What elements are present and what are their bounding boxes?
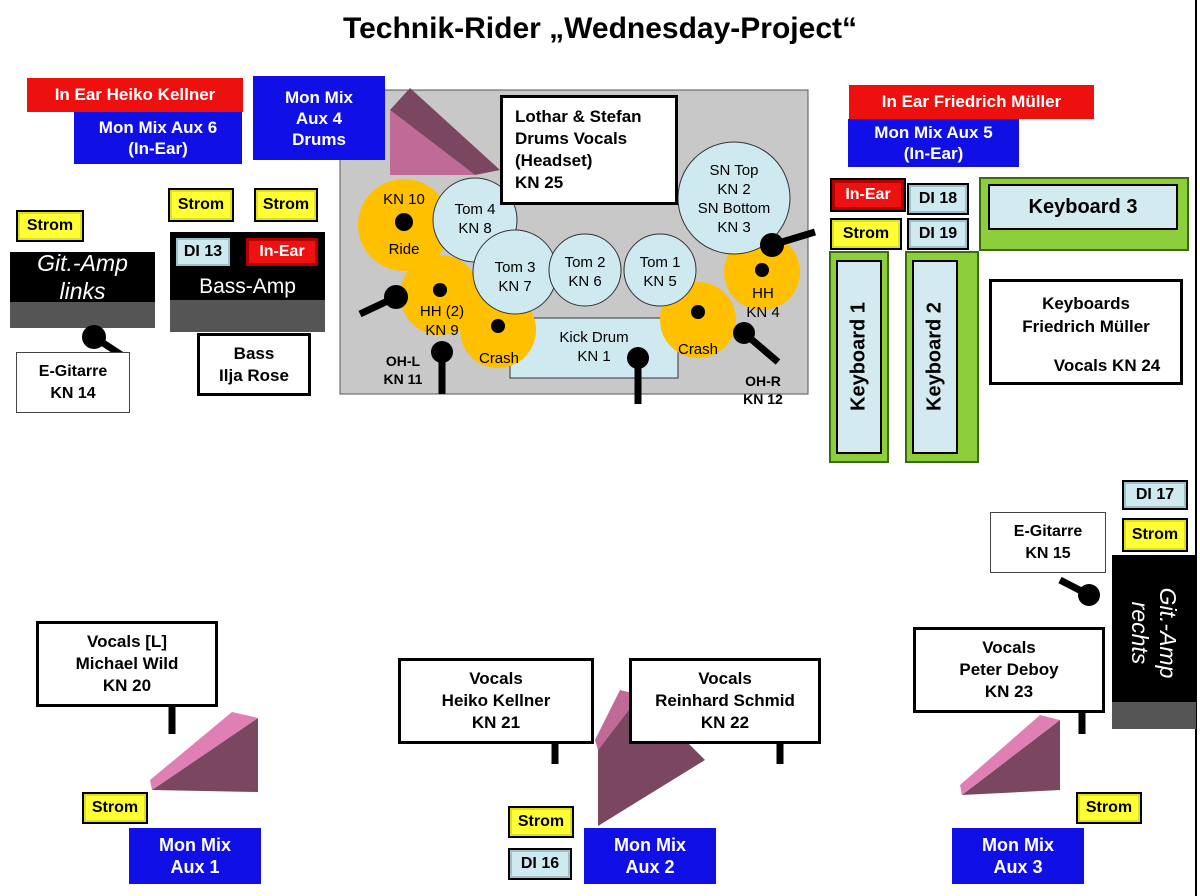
di19-label: DI 19	[907, 218, 969, 250]
mon-mix-aux6-label: Mon Mix Aux 6 (In-Ear)	[74, 112, 242, 164]
git-amp-right-label: Git.-Amp rechts	[1127, 587, 1181, 679]
kn10-label: KN 10	[383, 191, 425, 208]
mic-ohr-stem	[741, 330, 781, 365]
git-amp-right-body	[1112, 555, 1196, 702]
crash-left-label: Crash	[478, 350, 519, 367]
strom-label: Strom	[508, 806, 574, 838]
hh-dot	[755, 263, 769, 277]
e-gitarre-right-box: E-Gitarre KN 15	[990, 512, 1106, 573]
crash-right-dot	[691, 305, 705, 319]
tom1-shape	[623, 233, 697, 307]
keyboards-vocals: Vocals KN 24	[1053, 356, 1161, 375]
wedge2-dark	[598, 695, 705, 826]
git-amp-left-base	[10, 302, 155, 328]
in-ear-keyboard-label: In-Ear	[830, 178, 906, 212]
crash-left-dot	[491, 319, 505, 333]
wedge2-light	[595, 690, 640, 750]
e-gitarre-left-box: E-Gitarre KN 14	[16, 352, 130, 413]
strom-label: Strom	[1122, 518, 1188, 552]
wedge1-light	[150, 712, 258, 790]
strom-label: Strom	[82, 792, 148, 824]
strom-label: Strom	[168, 188, 234, 222]
snare-shape	[677, 141, 791, 255]
page-title: Technik-Rider „Wednesday-Project“	[342, 12, 857, 45]
keyboard2-label: Keyboard 2	[912, 260, 958, 454]
wedge1-dark	[152, 718, 258, 792]
mic-egit-right-stem	[1058, 576, 1091, 599]
drum-wedge-light	[390, 110, 475, 175]
keyboard3-label: Keyboard 3	[988, 184, 1178, 230]
drum-wedge-dark	[390, 88, 500, 175]
di13-label: DI 13	[174, 236, 232, 268]
tom2-shape	[548, 233, 622, 307]
wedge3-light	[960, 715, 1060, 795]
snare-label: SN Top KN 2 SN Bottom KN 3	[697, 162, 771, 236]
mon-mix-aux1-label: Mon Mix Aux 1	[129, 828, 261, 884]
drums-headset-box: Lothar & Stefan Drums Vocals (Headset) K…	[500, 95, 678, 205]
oh-l-label: OH-L KN 11	[383, 353, 423, 387]
keyboard1-label: Keyboard 1	[836, 260, 882, 454]
mon-mix-aux2-label: Mon Mix Aux 2	[584, 828, 716, 884]
mon-mix-aux5-label: Mon Mix Aux 5 (In-Ear)	[848, 119, 1019, 167]
hh-label: HH KN 4	[746, 285, 780, 321]
mic-hh2-stem	[358, 293, 398, 318]
tom3-label: Tom 3 KN 7	[494, 259, 536, 295]
kick-drum-label: Kick Drum KN 1	[559, 329, 629, 365]
mic-hh-stem	[770, 228, 817, 249]
vocals-michael-box: Vocals [L] Michael Wild KN 20	[36, 621, 218, 707]
di17-label: DI 17	[1122, 480, 1188, 510]
tom2-label: Tom 2 KN 6	[564, 254, 606, 290]
ride-dot	[395, 213, 413, 231]
bass-amp-label: Bass-Amp	[199, 275, 296, 298]
strom-label: Strom	[16, 210, 84, 242]
strom-label: Strom	[254, 188, 318, 222]
tom1-label: Tom 1 KN 5	[639, 254, 681, 290]
keyboards-title: Keyboards Friedrich Müller	[1022, 294, 1150, 336]
hh2-dot	[433, 283, 447, 297]
ride-label: Ride	[388, 241, 420, 258]
git-amp-left: Git.-Amp links	[10, 250, 155, 304]
di18-label: DI 18	[907, 183, 969, 215]
in-ear-heiko-label: In Ear Heiko Kellner	[27, 78, 243, 112]
git-amp-right-base	[1112, 702, 1196, 729]
vocals-peter-box: Vocals Peter Deboy KN 23	[913, 627, 1105, 713]
tom4-label: Tom 4 KN 8	[454, 201, 496, 237]
in-ear-bass-label: In-Ear	[244, 236, 320, 268]
mon-mix-aux4-label: Mon Mix Aux 4 Drums	[253, 76, 385, 160]
keyboards-box	[989, 279, 1183, 385]
vocals-reinhard-box: Vocals Reinhard Schmid KN 22	[629, 658, 821, 744]
bass-amp-base	[170, 300, 325, 332]
di16-label: DI 16	[508, 848, 572, 880]
crash-right-label: Crash	[677, 341, 718, 358]
in-ear-friedrich-label: In Ear Friedrich Müller	[849, 85, 1094, 119]
hh2-label: HH (2) KN 9	[419, 303, 465, 339]
strom-label: Strom	[1076, 792, 1142, 824]
vocals-heiko-box: Vocals Heiko Kellner KN 21	[398, 658, 594, 744]
bass-player-box: Bass Ilja Rose	[197, 333, 311, 396]
strom-label: Strom	[830, 218, 902, 250]
mon-mix-aux3-label: Mon Mix Aux 3	[952, 828, 1084, 884]
oh-r-label: OH-R KN 12	[743, 373, 783, 407]
